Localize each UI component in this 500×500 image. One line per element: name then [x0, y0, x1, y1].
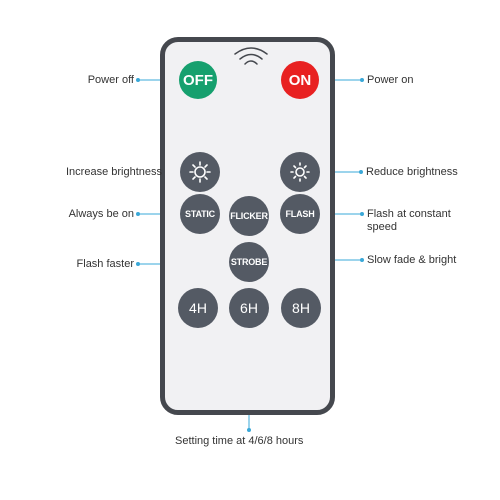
- on-button[interactable]: ON: [281, 61, 319, 99]
- on-button-label: ON: [288, 71, 312, 89]
- speaker-wave-icon: [234, 47, 268, 65]
- increase-brightness-button[interactable]: [180, 152, 220, 192]
- strobe-button[interactable]: STROBE: [229, 242, 269, 282]
- callout-reduce-brightness: Reduce brightness: [366, 166, 458, 178]
- timer-8h-button[interactable]: 8H: [281, 288, 321, 328]
- sun-small-icon: [290, 162, 310, 182]
- callout-slow-fade: Slow fade & bright: [367, 254, 457, 266]
- callout-flash-constant: Flash at constant speed: [367, 208, 451, 234]
- timer-6h-button[interactable]: 6H: [229, 288, 269, 328]
- strobe-button-label: STROBE: [230, 257, 268, 267]
- off-button-label: OFF: [183, 71, 213, 89]
- callout-increase-brightness: Increase brightness: [66, 166, 162, 178]
- static-button[interactable]: STATIC: [180, 194, 220, 234]
- sun-icon: [189, 161, 211, 183]
- off-button[interactable]: OFF: [179, 61, 217, 99]
- flash-button-label: FLASH: [285, 209, 315, 219]
- timer-4h-label: 4H: [189, 300, 207, 316]
- callout-flash-constant-line2: speed: [367, 221, 397, 233]
- callout-flash-constant-line1: Flash at constant: [367, 208, 451, 220]
- callout-power-off: Power off: [87, 74, 134, 86]
- callout-setting-time: Setting time at 4/6/8 hours: [175, 435, 304, 447]
- static-button-label: STATIC: [185, 209, 215, 219]
- flash-button[interactable]: FLASH: [280, 194, 320, 234]
- timer-6h-label: 6H: [240, 300, 258, 316]
- timer-4h-button[interactable]: 4H: [178, 288, 218, 328]
- reduce-brightness-button[interactable]: [280, 152, 320, 192]
- callout-flash-faster: Flash faster: [76, 258, 134, 270]
- flicker-button[interactable]: FLICKER: [229, 196, 269, 236]
- callout-power-on: Power on: [367, 74, 414, 86]
- timer-8h-label: 8H: [292, 300, 310, 316]
- flicker-button-label: FLICKER: [230, 211, 268, 221]
- callout-always-on: Always be on: [68, 208, 134, 220]
